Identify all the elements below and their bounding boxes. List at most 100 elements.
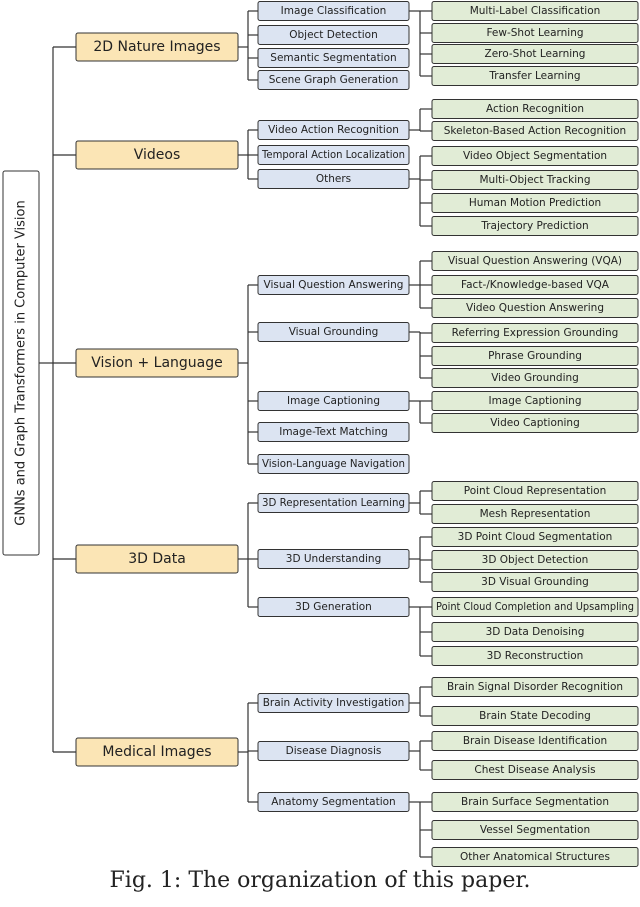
topic-node-box [431, 368, 639, 388]
subcategory-node-label: 3D Representation Learning [262, 497, 405, 509]
topic-node-label: Referring Expression Grounding [452, 327, 619, 339]
category-node-label: Medical Images [102, 744, 211, 760]
subcategory-node: Visual Question Answering [257, 275, 410, 295]
subcategory-node: Disease Diagnosis [257, 741, 410, 761]
category-node-box [75, 32, 239, 62]
topic-node-box [431, 572, 639, 592]
subcategory-node-label: Disease Diagnosis [286, 745, 382, 757]
topic-node: Human Motion Prediction [431, 193, 639, 213]
topic-node: Multi-Object Tracking [431, 170, 639, 190]
subcategory-node-box [257, 120, 410, 140]
topic-node-box [431, 622, 639, 642]
subcategory-node-label: Scene Graph Generation [269, 74, 398, 86]
subcategory-node: 3D Generation [257, 597, 410, 617]
subcategory-node: Scene Graph Generation [257, 70, 410, 90]
subcategory-node-label: Visual Grounding [289, 326, 379, 338]
topic-node-label: 3D Data Denoising [486, 626, 585, 638]
subcategory-node-box [257, 391, 410, 411]
topic-node-box [431, 504, 639, 524]
topic-node-box [431, 847, 639, 867]
category-node-label: Videos [134, 147, 181, 163]
topic-node-label: Point Cloud Completion and Upsampling [436, 601, 634, 613]
topic-node: Video Grounding [431, 368, 639, 388]
topic-node-box [431, 646, 639, 666]
subcategory-node-label: Vision-Language Navigation [262, 458, 405, 470]
topic-node: Few-Shot Learning [431, 23, 639, 43]
topic-node-box [431, 527, 639, 547]
topic-node-label: Video Question Answering [466, 302, 604, 314]
topic-node-box [431, 550, 639, 570]
topic-node: Brain State Decoding [431, 706, 639, 726]
topic-node: Fact-/Knowledge-based VQA [431, 275, 639, 295]
topic-node-label: Action Recognition [486, 103, 584, 115]
category-node-label: 2D Nature Images [93, 39, 220, 55]
topic-node-box [431, 323, 639, 343]
topic-node: Zero-Shot Learning [431, 44, 639, 64]
subcategory-node: Semantic Segmentation [257, 48, 410, 68]
topic-node: Skeleton-Based Action Recognition [431, 121, 639, 141]
subcategory-node: Anatomy Segmentation [257, 792, 410, 812]
topic-node-box [431, 44, 639, 64]
topic-node-label: Multi-Label Classification [470, 5, 601, 17]
topic-node-label: Phrase Grounding [488, 350, 582, 362]
topic-node-label: Other Anatomical Structures [460, 851, 610, 863]
topic-node-label: 3D Point Cloud Segmentation [458, 531, 613, 543]
topic-node-box [431, 66, 639, 86]
category-node-label: Vision + Language [91, 355, 223, 371]
topic-node-box [431, 23, 639, 43]
topic-node-label: Few-Shot Learning [486, 27, 583, 39]
subcategory-node-label: Anatomy Segmentation [271, 796, 395, 808]
topic-node: 3D Object Detection [431, 550, 639, 570]
topic-node-box [431, 1, 639, 21]
topic-node-box [431, 760, 639, 780]
topic-node-label: Skeleton-Based Action Recognition [444, 125, 626, 137]
topic-node: 3D Data Denoising [431, 622, 639, 642]
topic-node-label: Brain State Decoding [479, 710, 591, 722]
subcategory-node-box [257, 422, 410, 442]
subcategory-node: Image Classification [257, 1, 410, 21]
topic-node: 3D Point Cloud Segmentation [431, 527, 639, 547]
topic-node: Transfer Learning [431, 66, 639, 86]
topic-node: Video Question Answering [431, 298, 639, 318]
topic-node: Point Cloud Completion and Upsampling [431, 597, 639, 617]
subcategory-node: Image-Text Matching [257, 422, 410, 442]
category-node: Medical Images [75, 737, 239, 767]
topic-node-label: Vessel Segmentation [480, 824, 590, 836]
topic-node-label: 3D Object Detection [482, 554, 589, 566]
topic-node: Point Cloud Representation [431, 481, 639, 501]
topic-node: Phrase Grounding [431, 346, 639, 366]
figure-caption: Fig. 1: The organization of this paper. [109, 868, 531, 893]
subcategory-node-box [257, 322, 410, 342]
topic-node-label: 3D Visual Grounding [481, 576, 589, 588]
subcategory-node: 3D Representation Learning [257, 493, 410, 513]
subcategory-node: Temporal Action Localization [257, 145, 410, 165]
topic-node-label: 3D Reconstruction [487, 650, 584, 662]
topic-node: Mesh Representation [431, 504, 639, 524]
topic-node-label: Video Grounding [491, 372, 579, 384]
category-node: 2D Nature Images [75, 32, 239, 62]
topic-node-label: Visual Question Answering (VQA) [448, 255, 622, 267]
connector-lines [39, 10, 432, 858]
topic-node: Video Object Segmentation [431, 146, 639, 166]
topic-node-label: Mesh Representation [480, 508, 591, 520]
category-node: Vision + Language [75, 348, 239, 378]
topic-node: Vessel Segmentation [431, 820, 639, 840]
topic-node-box [431, 251, 639, 271]
subcategory-node-box [257, 48, 410, 68]
subcategory-node-label: 3D Understanding [286, 553, 381, 565]
subcategory-node-label: Visual Question Answering [264, 279, 404, 291]
topic-node-label: Human Motion Prediction [469, 197, 601, 209]
subcategory-node: 3D Understanding [257, 549, 410, 569]
root-node-label: GNNs and Graph Transformers in Computer … [14, 200, 29, 525]
topic-node-box [431, 706, 639, 726]
topic-node: Trajectory Prediction [431, 216, 639, 236]
subcategory-node-box [257, 145, 410, 165]
topic-node: 3D Reconstruction [431, 646, 639, 666]
subcategory-node: Video Action Recognition [257, 120, 410, 140]
subcategory-node-box [257, 693, 410, 713]
subcategory-node-box [257, 493, 410, 513]
topic-node: Referring Expression Grounding [431, 323, 639, 343]
topic-node: 3D Visual Grounding [431, 572, 639, 592]
topic-node: Other Anatomical Structures [431, 847, 639, 867]
category-node-label: 3D Data [128, 551, 186, 567]
